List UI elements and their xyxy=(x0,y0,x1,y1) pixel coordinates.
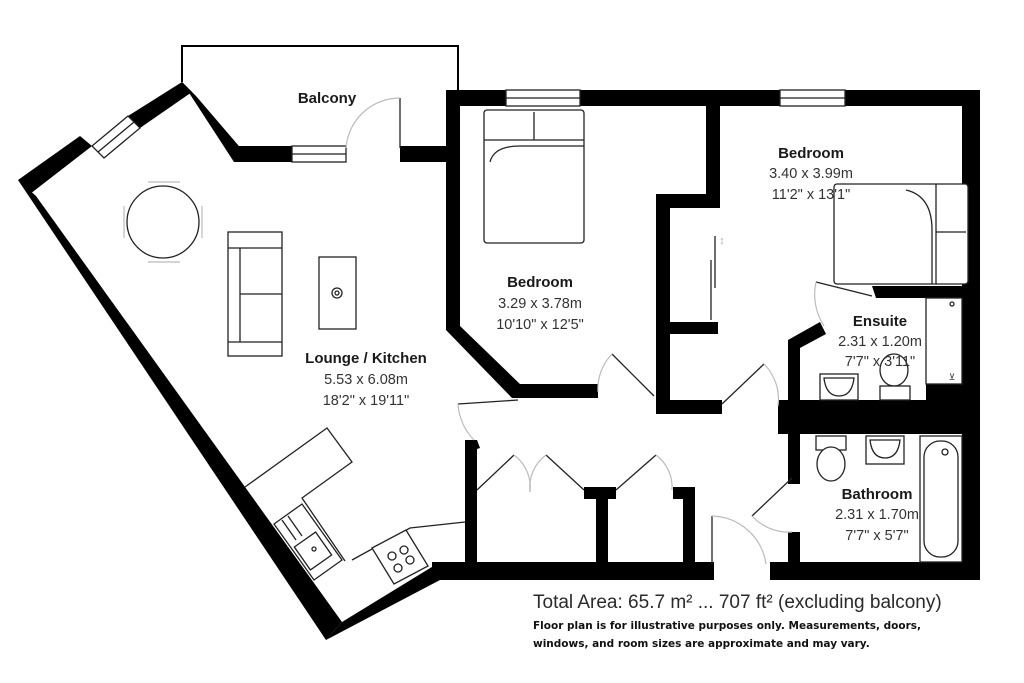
svg-text:↕: ↕ xyxy=(719,235,725,247)
kitchen-counter xyxy=(244,427,466,562)
kitchen-sink-icon xyxy=(273,503,343,581)
bed-icon xyxy=(833,183,969,285)
total-area: Total Area: 65.7 m² ... 707 ft² (excludi… xyxy=(533,592,942,613)
room-label-bathroom: Bathroom 2.31 x 1.70m 7'7" x 5'7" xyxy=(835,486,919,544)
room-metric: 2.31 x 1.20m xyxy=(838,334,922,350)
dining-table-icon xyxy=(123,181,203,263)
room-label-balcony: Balcony xyxy=(298,90,357,107)
room-imperial: 11'2" x 13'1" xyxy=(772,187,850,203)
basin-icon xyxy=(819,373,859,401)
room-label-lounge-kitchen: Lounge / Kitchen 5.53 x 6.08m 18'2" x 19… xyxy=(305,350,427,409)
toilet-icon xyxy=(879,353,911,401)
bathtub-icon xyxy=(919,435,963,563)
room-name: Bedroom xyxy=(507,274,573,291)
room-label-bedroom-1: Bedroom 3.29 x 3.78m 10'10" x 12'5" xyxy=(496,274,584,333)
room-imperial: 7'7" x 3'11" xyxy=(845,354,915,370)
basin-icon xyxy=(865,435,905,465)
room-name: Bedroom xyxy=(778,145,844,162)
room-name: Lounge / Kitchen xyxy=(305,350,427,367)
room-name: Ensuite xyxy=(853,313,907,330)
hob-icon xyxy=(371,529,429,585)
room-imperial: 10'10" x 12'5" xyxy=(496,317,584,333)
room-metric: 3.40 x 3.99m xyxy=(769,166,853,182)
disclaimer: Floor plan is for illustrative purposes … xyxy=(533,620,922,650)
room-metric: 5.53 x 6.08m xyxy=(324,372,408,388)
room-metric: 3.29 x 3.78m xyxy=(498,296,582,312)
coffee-table-icon xyxy=(318,256,357,330)
sofa-icon xyxy=(227,231,283,357)
room-label-bedroom-2: Bedroom 3.40 x 3.99m 11'2" x 13'1" xyxy=(769,145,853,203)
shower-tray-icon: ⊻ xyxy=(925,297,963,385)
svg-text:⊻: ⊻ xyxy=(949,372,956,382)
room-imperial: 18'2" x 19'11" xyxy=(323,393,410,409)
exterior-walls xyxy=(18,82,980,640)
room-imperial: 7'7" x 5'7" xyxy=(845,528,908,544)
room-metric: 2.31 x 1.70m xyxy=(835,507,919,523)
room-label-ensuite: Ensuite 2.31 x 1.20m 7'7" x 3'11" xyxy=(838,313,922,370)
wardrobe: ↕ xyxy=(710,235,725,320)
bed-icon xyxy=(483,109,585,244)
toilet-icon xyxy=(815,435,847,482)
room-name: Balcony xyxy=(298,90,357,107)
balcony-area xyxy=(181,45,459,95)
window-icon xyxy=(91,89,846,163)
room-name: Bathroom xyxy=(842,486,913,503)
door-swing-icon xyxy=(345,97,873,565)
